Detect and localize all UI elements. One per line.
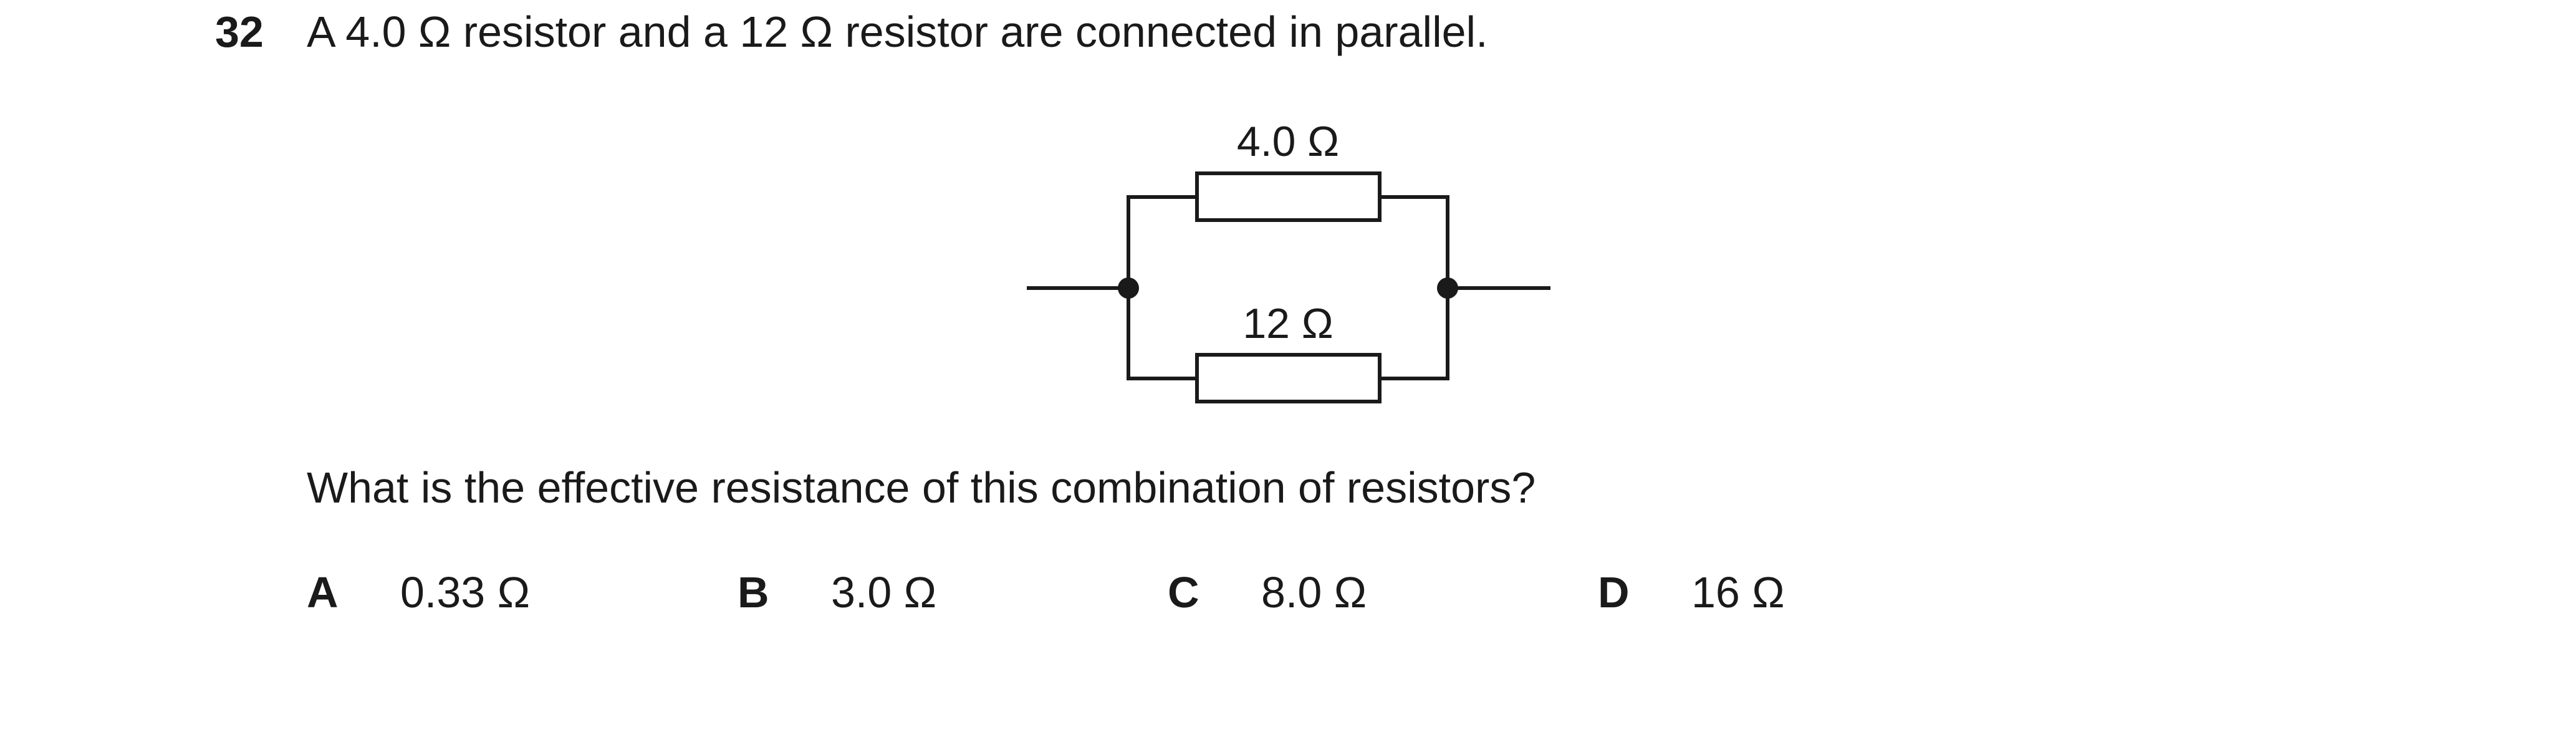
option-a-value: 0.33 Ω <box>400 568 531 617</box>
question-number: 32 <box>215 7 264 56</box>
resistor-4-ohm <box>1195 171 1382 222</box>
option-d-letter: D <box>1598 568 1630 617</box>
right-junction-dot <box>1437 277 1458 299</box>
question-prompt: What is the effective resistance of this… <box>307 463 1536 512</box>
question-stem: A 4.0 Ω resistor and a 12 Ω resistor are… <box>307 7 1488 56</box>
option-a-letter: A <box>307 568 339 617</box>
resistor-12-ohm-label: 12 Ω <box>1242 300 1333 347</box>
option-b-letter: B <box>738 568 769 617</box>
option-c-letter: C <box>1168 568 1199 617</box>
resistor-4-ohm-label: 4.0 Ω <box>1237 118 1339 165</box>
parallel-circuit-diagram: 4.0 Ω 12 Ω <box>1027 118 1550 403</box>
option-c-value: 8.0 Ω <box>1261 568 1367 617</box>
resistor-12-ohm <box>1195 353 1382 403</box>
option-d[interactable]: D 16 Ω <box>1598 564 1785 620</box>
option-b-value: 3.0 Ω <box>831 568 937 617</box>
option-b[interactable]: B 3.0 Ω <box>738 564 936 620</box>
option-c[interactable]: C 8.0 Ω <box>1168 564 1367 620</box>
left-junction-dot <box>1118 277 1139 299</box>
option-a[interactable]: A 0.33 Ω <box>307 564 530 620</box>
option-d-value: 16 Ω <box>1691 568 1785 617</box>
